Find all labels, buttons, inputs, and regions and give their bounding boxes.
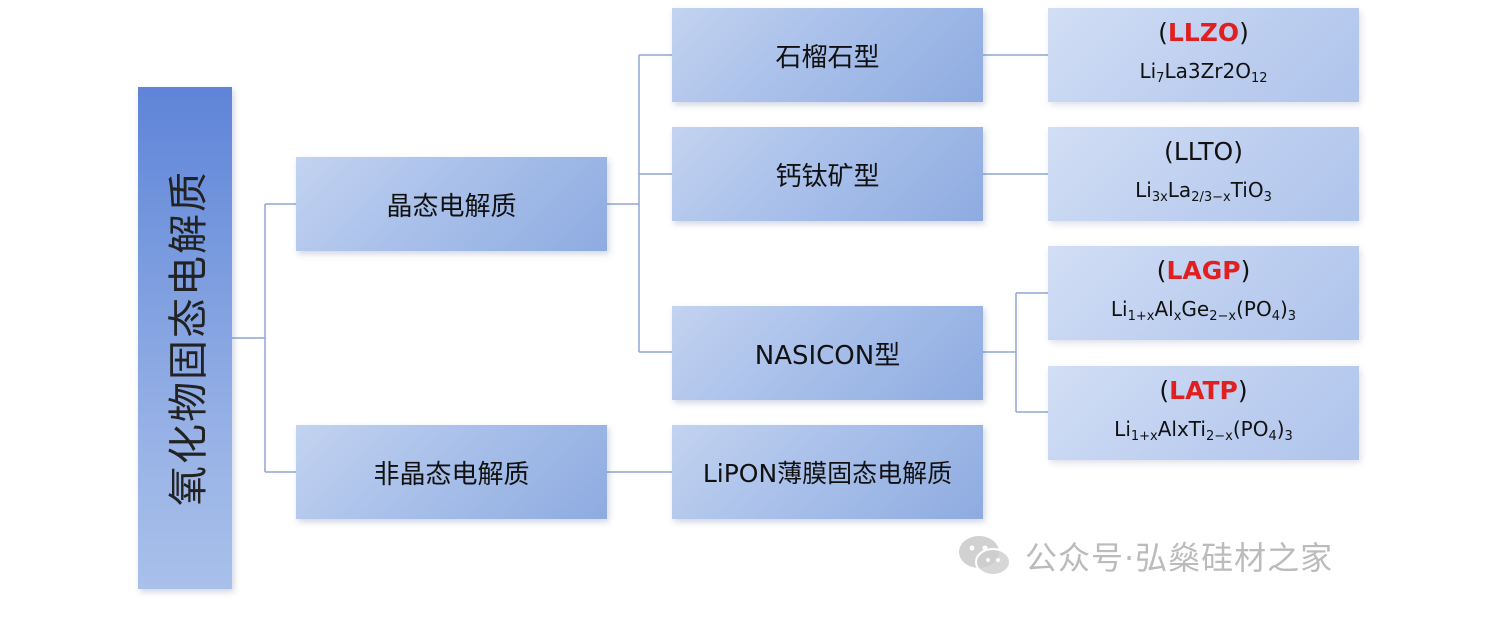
formula-subscript: 4 [1271, 309, 1280, 324]
node-amorphous-label: 非晶态电解质 [373, 459, 530, 490]
formula-text: La3Zr2O [1164, 59, 1251, 83]
connector-nasicon [983, 292, 1048, 413]
formula-subscript: 1+x [1130, 429, 1158, 444]
connector-crystalline [607, 54, 672, 353]
node-llto: (LLTO) Li3xLa2/3−xTiO3 [1048, 127, 1359, 221]
formula-subscript: 1+x [1127, 309, 1155, 324]
formula-text: Li [1135, 178, 1152, 202]
latp-abbr: (LATP) [1159, 376, 1248, 405]
formula-subscript: 2−x [1205, 429, 1233, 444]
watermark: 公众号·弘燊硅材之家 [955, 530, 1333, 582]
node-lipon-label: LiPON薄膜固态电解质 [702, 459, 953, 488]
formula-subscript: 12 [1250, 71, 1268, 86]
formula-text: AlxTi [1157, 417, 1206, 441]
llzo-formula: Li7La3Zr2O12 [1139, 58, 1267, 92]
formula-subscript: 3 [1284, 429, 1293, 444]
formula-text: La [1167, 178, 1192, 202]
formula-text: Ge [1181, 297, 1210, 321]
node-crystalline-label: 晶态电解质 [386, 191, 517, 222]
llto-abbr-text: LLTO [1173, 137, 1234, 166]
node-nasicon-label: NASICON型 [754, 340, 901, 371]
formula-text: Li [1139, 59, 1157, 83]
node-perovskite-label: 钙钛矿型 [775, 161, 880, 192]
connector-root [232, 203, 296, 473]
node-garnet: 石榴石型 [672, 8, 983, 102]
node-perovskite: 钙钛矿型 [672, 127, 983, 221]
formula-text: Li [1114, 417, 1131, 441]
node-lagp: (LAGP) Li1+xAlxGe2−x(PO4)3 [1048, 246, 1359, 340]
llto-formula: Li3xLa2/3−xTiO3 [1135, 177, 1272, 211]
latp-abbr-text: LATP [1169, 376, 1238, 405]
watermark-text: 公众号·弘燊硅材之家 [1025, 539, 1334, 577]
node-garnet-label: 石榴石型 [775, 42, 880, 73]
formula-subscript: 4 [1268, 429, 1277, 444]
llzo-abbr-text: LLZO [1167, 18, 1240, 47]
formula-text: ) [1279, 297, 1288, 321]
formula-text: (PO [1232, 417, 1269, 441]
formula-text: Al [1154, 297, 1174, 321]
formula-subscript: 2/3−x [1191, 190, 1231, 205]
lagp-formula: Li1+xAlxGe2−x(PO4)3 [1111, 296, 1296, 330]
formula-subscript: 3x [1151, 190, 1168, 205]
root-label: 氧化物固态电解质 [166, 170, 212, 506]
formula-subscript: 2−x [1209, 309, 1237, 324]
node-lipon: LiPON薄膜固态电解质 [672, 425, 983, 519]
lagp-abbr-text: LAGP [1166, 256, 1241, 285]
formula-text: (PO [1236, 297, 1272, 321]
formula-subscript: 3 [1263, 190, 1272, 205]
latp-formula: Li1+xAlxTi2−x(PO4)3 [1114, 416, 1293, 450]
formula-text: TiO [1230, 178, 1264, 202]
node-nasicon: NASICON型 [672, 306, 983, 400]
formula-subscript: x [1173, 309, 1182, 324]
formula-text: Li [1110, 297, 1128, 321]
wechat-icon [959, 536, 1011, 576]
root-node: 氧化物固态电解质 [138, 87, 232, 589]
lagp-abbr: (LAGP) [1156, 256, 1251, 285]
node-amorphous: 非晶态电解质 [296, 425, 607, 519]
llzo-abbr: (LLZO) [1158, 18, 1249, 47]
node-crystalline: 晶态电解质 [296, 157, 607, 251]
formula-subscript: 7 [1156, 71, 1165, 86]
node-latp: (LATP) Li1+xAlxTi2−x(PO4)3 [1048, 366, 1359, 460]
formula-subscript: 3 [1287, 309, 1297, 324]
llto-abbr: (LLTO) [1164, 137, 1243, 166]
node-llzo: (LLZO) Li7La3Zr2O12 [1048, 8, 1359, 102]
formula-text: ) [1276, 417, 1285, 441]
